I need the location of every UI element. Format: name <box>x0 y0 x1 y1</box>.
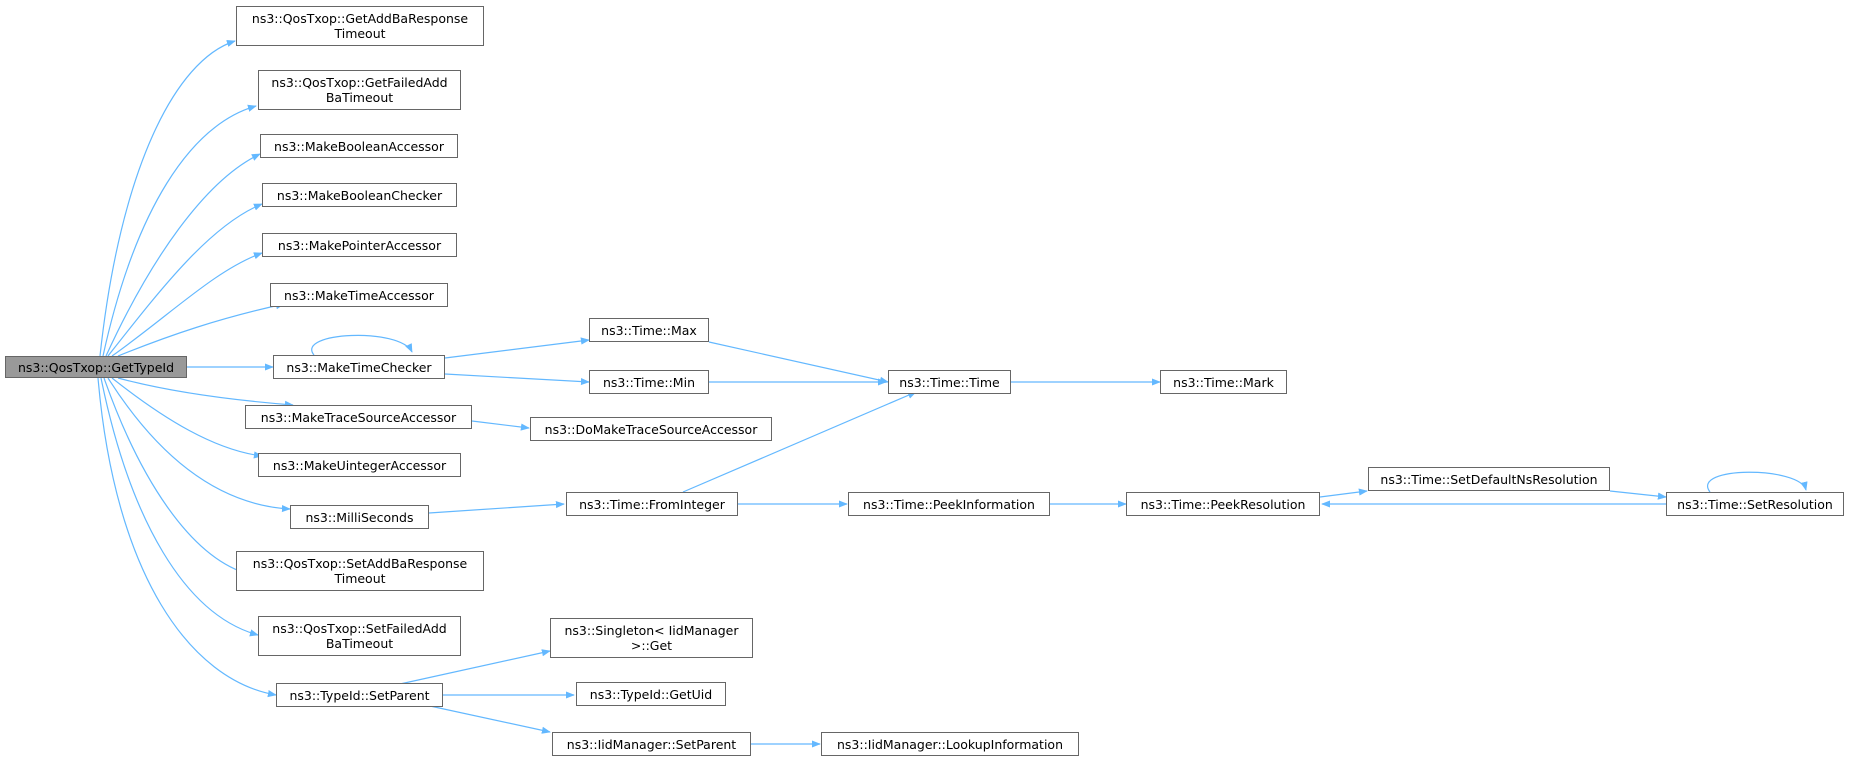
edge-milliseconds-frominteger <box>428 500 565 514</box>
node-maketimeaccessor[interactable]: ns3::MakeTimeAccessor <box>270 283 448 307</box>
edge-gettypeid-setaddbaresponsetimeout <box>103 377 246 574</box>
edge-setparent-singletonget <box>399 649 551 685</box>
node-typeid-getuid[interactable]: ns3::TypeId::GetUid <box>576 682 726 706</box>
edge-maketimechecker-timemax <box>444 337 590 359</box>
edge-maketimechecker-self <box>311 334 413 356</box>
edge-setparent-iidsetparent <box>429 705 551 734</box>
node-time-mark[interactable]: ns3::Time::Mark <box>1160 370 1287 394</box>
node-singleton-iidmanager-get[interactable]: ns3::Singleton< IidManager >::Get <box>550 618 753 658</box>
edge-maketracesourceaccessor-domake <box>471 420 530 431</box>
edge-frominteger-timetime <box>682 391 917 493</box>
edge-gettypeid-getaddbaresponsetimeout <box>99 40 236 357</box>
node-qostxop-setaddbaresponsetimeout[interactable]: ns3::QosTxop::SetAddBaResponse Timeout <box>236 551 484 591</box>
node-time-min[interactable]: ns3::Time::Min <box>589 370 709 394</box>
edge-gettypeid-maketimeaccessor <box>117 302 285 357</box>
node-makepointeraccessor[interactable]: ns3::MakePointerAccessor <box>262 233 457 257</box>
edge-maketimechecker-timemin <box>444 373 590 386</box>
node-iidmanager-lookupinformation[interactable]: ns3::IidManager::LookupInformation <box>821 732 1079 756</box>
edge-gettypeid-makebooleanaccessor <box>105 153 261 357</box>
node-qostxop-getfailedaddbatimeout[interactable]: ns3::QosTxop::GetFailedAdd BaTimeout <box>258 70 461 110</box>
node-time-max[interactable]: ns3::Time::Max <box>589 318 709 342</box>
node-milliseconds[interactable]: ns3::MilliSeconds <box>290 505 429 529</box>
node-maketracesourceaccessor[interactable]: ns3::MakeTraceSourceAccessor <box>245 405 472 429</box>
node-qostxop-setfailedaddbatimeout[interactable]: ns3::QosTxop::SetFailedAdd BaTimeout <box>258 616 461 656</box>
edge-gettypeid-milliseconds <box>107 377 291 513</box>
node-time-peekresolution[interactable]: ns3::Time::PeekResolution <box>1126 492 1320 516</box>
node-time-frominteger[interactable]: ns3::Time::FromInteger <box>566 492 738 516</box>
node-maketimechecker[interactable]: ns3::MakeTimeChecker <box>273 355 445 379</box>
node-time-time[interactable]: ns3::Time::Time <box>888 370 1011 394</box>
edge-peekresolution-setdefaultnsresolution <box>1319 488 1368 498</box>
edge-setdefaultnsresolution-setresolution <box>1609 490 1667 500</box>
edge-gettypeid-setfailedaddbatimeout <box>100 377 259 637</box>
edge-gettypeid-typeidsetparent <box>97 377 277 698</box>
edge-gettypeid-makepointeraccessor <box>111 252 263 357</box>
node-makeuintegeraccessor[interactable]: ns3::MakeUintegerAccessor <box>258 453 461 477</box>
node-qostxop-getaddbaresponsetimeout[interactable]: ns3::QosTxop::GetAddBaResponse Timeout <box>236 6 484 46</box>
edge-setresolution-self <box>1706 471 1808 493</box>
edge-gettypeid-makebooleanchecker <box>107 203 263 357</box>
edge-gettypeid-getfailedaddbatimeout <box>102 104 257 357</box>
node-time-peekinformation[interactable]: ns3::Time::PeekInformation <box>848 492 1050 516</box>
node-time-setresolution[interactable]: ns3::Time::SetResolution <box>1666 492 1844 516</box>
edge-gettypeid-makeuintegeraccessor <box>111 377 263 459</box>
node-domaketracesourceaccessor[interactable]: ns3::DoMakeTraceSourceAccessor <box>530 417 772 441</box>
node-makebooleanchecker[interactable]: ns3::MakeBooleanChecker <box>262 183 457 207</box>
edge-timemax-timetime <box>708 341 889 384</box>
node-iidmanager-setparent[interactable]: ns3::IidManager::SetParent <box>552 732 751 756</box>
node-makebooleanaccessor[interactable]: ns3::MakeBooleanAccessor <box>260 134 458 158</box>
node-time-setdefaultnsresolution[interactable]: ns3::Time::SetDefaultNsResolution <box>1368 467 1610 491</box>
node-typeid-setparent[interactable]: ns3::TypeId::SetParent <box>276 683 443 707</box>
edge-gettypeid-maketracesourceaccessor <box>117 377 294 408</box>
node-qostxop-gettypeid[interactable]: ns3::QosTxop::GetTypeId <box>5 356 187 378</box>
